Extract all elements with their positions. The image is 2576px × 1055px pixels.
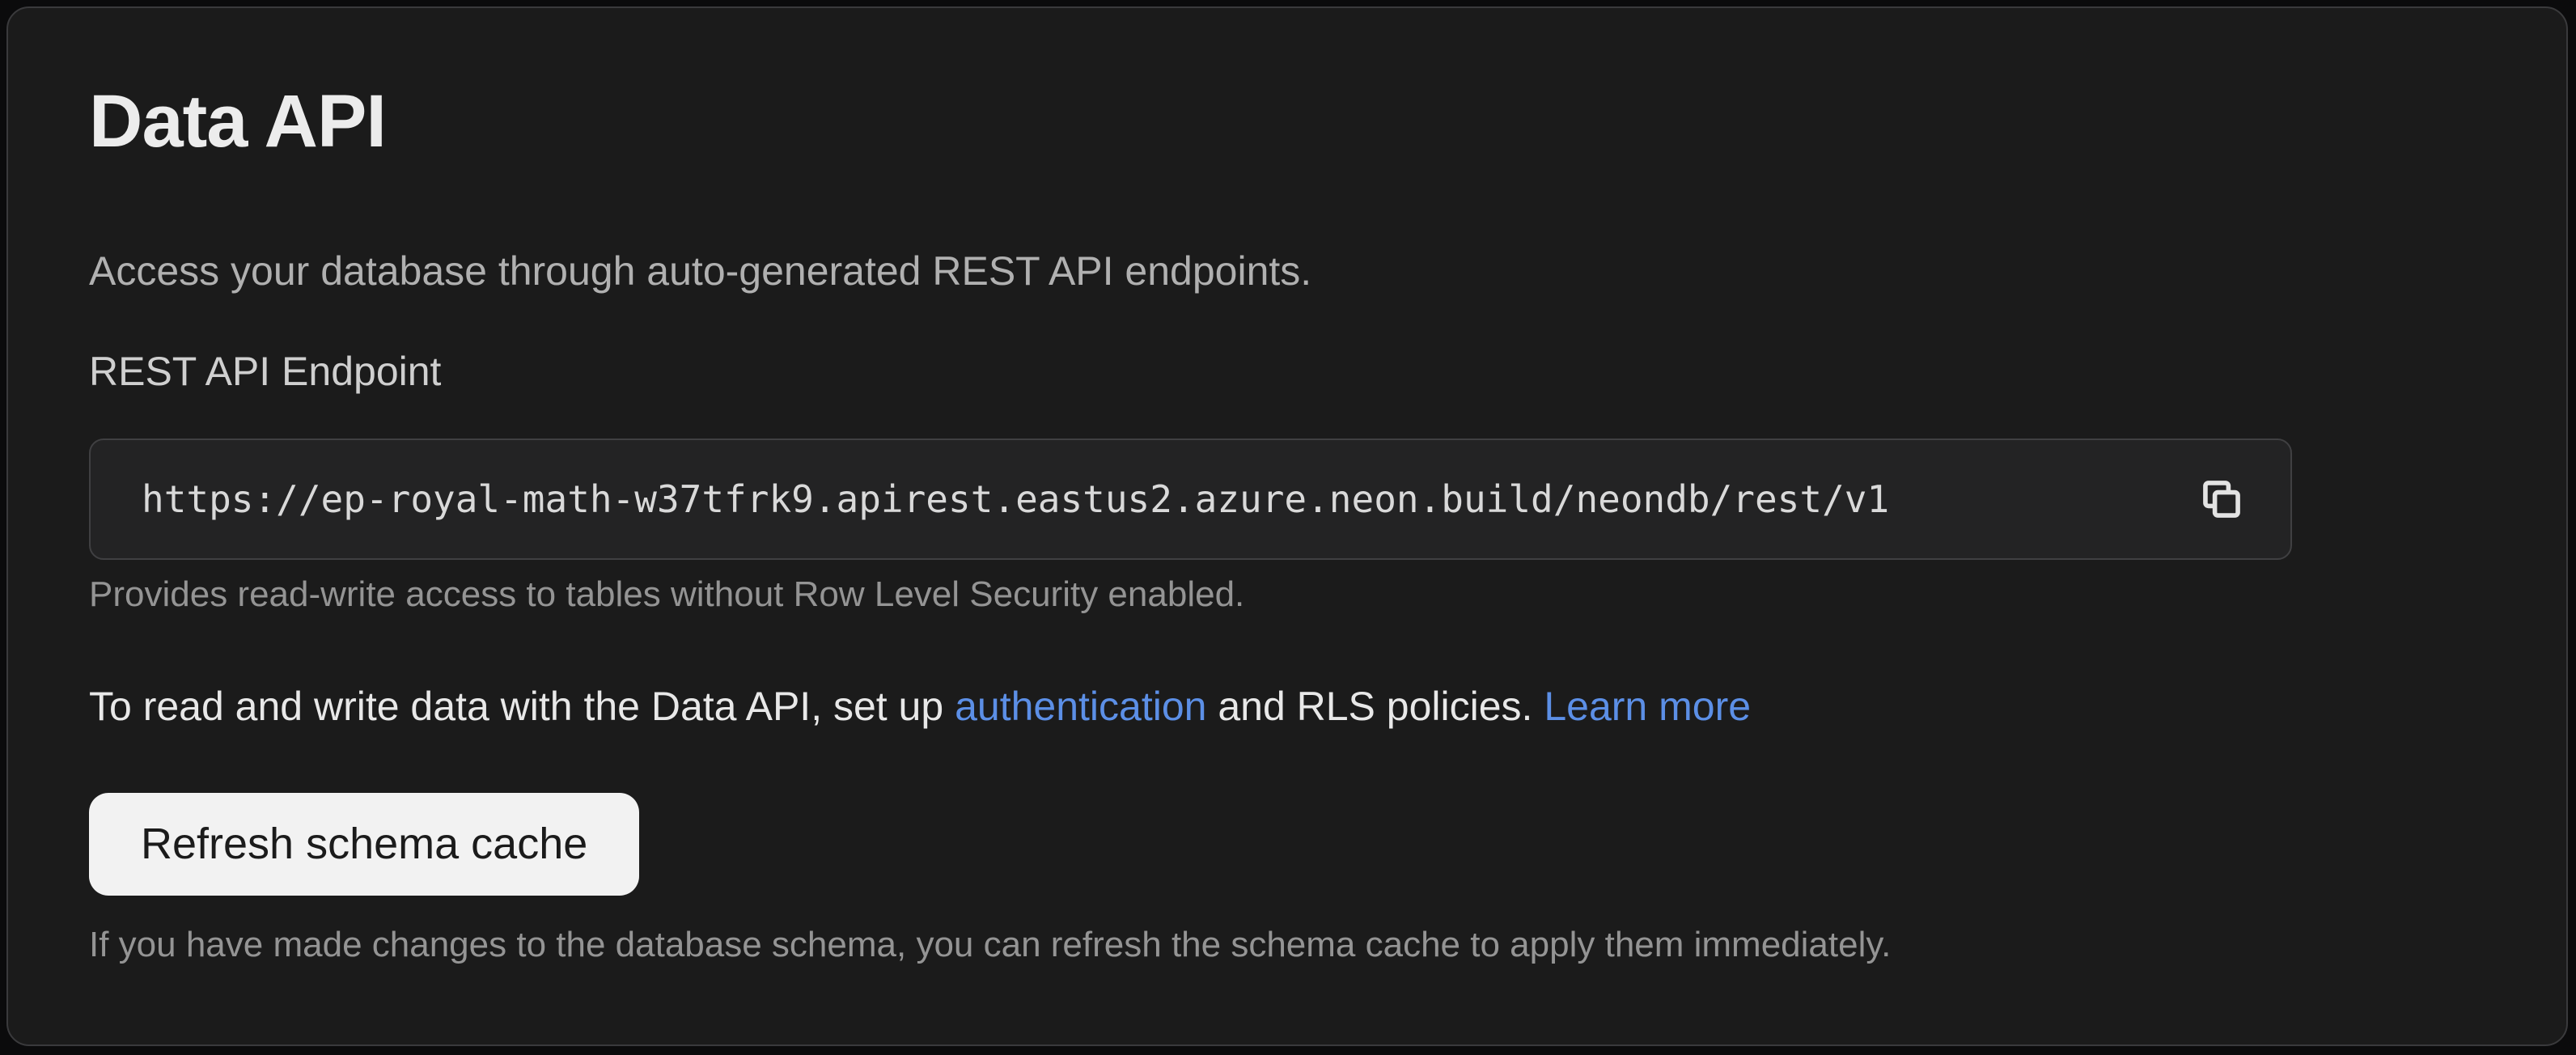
data-api-card: Data API Access your database through au…: [6, 6, 2568, 1046]
copy-icon: [2203, 481, 2240, 518]
page-title: Data API: [89, 80, 387, 163]
auth-note-middle: and RLS policies.: [1206, 684, 1544, 729]
card-description: Access your database through auto-genera…: [89, 248, 1312, 294]
endpoint-label: REST API Endpoint: [89, 349, 442, 394]
endpoint-url-field[interactable]: https://ep-royal-math-w37tfrk9.apirest.e…: [89, 439, 2292, 560]
endpoint-url: https://ep-royal-math-w37tfrk9.apirest.e…: [142, 477, 1890, 521]
authentication-link[interactable]: authentication: [955, 684, 1207, 729]
refresh-schema-cache-button[interactable]: Refresh schema cache: [89, 793, 640, 896]
copy-button[interactable]: [2193, 471, 2250, 528]
auth-note: To read and write data with the Data API…: [89, 678, 2485, 735]
learn-more-link[interactable]: Learn more: [1544, 684, 1752, 729]
refresh-helper-text: If you have made changes to the database…: [89, 925, 1892, 964]
auth-note-prefix: To read and write data with the Data API…: [89, 684, 955, 729]
endpoint-helper-text: Provides read-write access to tables wit…: [89, 574, 1245, 614]
